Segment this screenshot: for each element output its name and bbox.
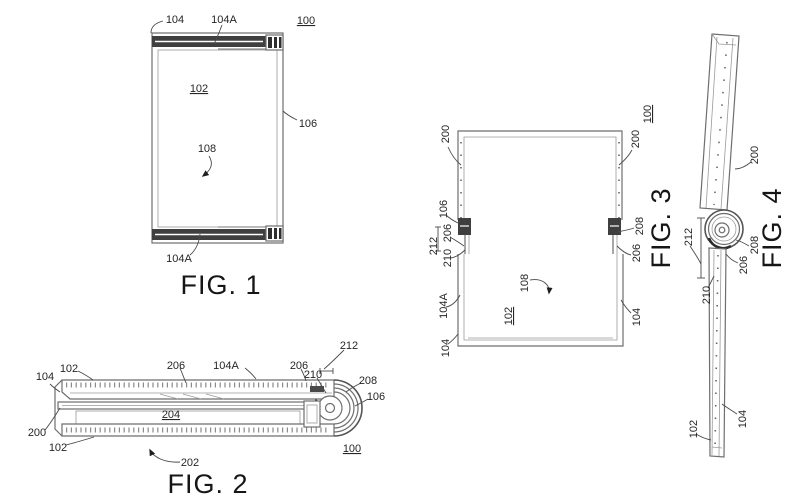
fig2-folded-side-view: 104 102 206 104A 206 212 210 208 106 204… [28, 340, 385, 499]
fig2-reference-labels: 104 102 206 104A 206 212 210 208 106 204… [28, 340, 385, 469]
fig1-ref-108: 108 [198, 143, 216, 155]
fig2-ref-100: 100 [343, 443, 361, 455]
fig2-ref-102-bottom: 102 [49, 442, 67, 454]
fig3-ref-104a: 104A [438, 292, 450, 318]
fig4-ref-206: 206 [738, 256, 750, 274]
fig1-ref-108-arrow [201, 155, 212, 177]
fig2-device-outline [54, 368, 363, 437]
fig2-ref-204: 204 [162, 409, 180, 421]
fig4-ref-212: 212 [683, 228, 695, 246]
fig2-212-bracket [319, 368, 334, 374]
fig3-ref-104-left: 104 [440, 339, 452, 357]
fig2-leader-lines [44, 349, 369, 463]
fig1-ref-104a-top: 104A [211, 14, 237, 26]
fig3-ref-104-right: 104 [631, 308, 643, 326]
fig1-front-view: 104 104A 100 102 106 108 104A FIG. 1 [150, 14, 317, 300]
fig2-ref-202-arrow [149, 448, 181, 463]
fig3-ref-108: 108 [519, 274, 531, 292]
fig2-ref-206-right: 206 [290, 360, 308, 372]
fig1-ref-106: 106 [299, 118, 317, 130]
fig2-ref-212: 212 [340, 340, 358, 352]
fig1-ref-102: 102 [190, 83, 208, 95]
fig3-ref-210: 210 [442, 249, 454, 267]
fig2-ref-200: 200 [28, 427, 46, 439]
fig3-leader-lines [445, 146, 635, 345]
fig3-open-rear-view: 100 200 200 106 206 212 210 208 206 104A… [428, 105, 676, 357]
fig3-ref-102: 102 [503, 307, 515, 325]
fig2-ref-206-left: 206 [167, 360, 185, 372]
fig3-ref-200-right: 200 [630, 130, 642, 148]
fig4-reference-labels: 200 212 208 206 210 104 102 [683, 146, 761, 438]
fig3-device-outline [435, 130, 624, 347]
fig4-ref-102: 102 [688, 420, 700, 438]
fig3-caption: FIG. 3 [646, 187, 676, 268]
fig2-ref-104: 104 [36, 371, 54, 383]
fig2-ref-208: 208 [359, 375, 377, 387]
fig4-ref-200: 200 [749, 146, 761, 164]
fig4-unfolded-edge-view: 200 212 208 206 210 104 102 FIG. 4 [683, 33, 787, 458]
fig2-caption: FIG. 2 [167, 469, 248, 499]
fig1-ref-100: 100 [297, 15, 315, 27]
fig3-ref-212: 212 [428, 237, 440, 255]
fig3-ref-108-arrow [529, 279, 553, 295]
fig3-ref-106: 106 [438, 200, 450, 218]
fig4-ref-210: 210 [701, 286, 713, 304]
fig2-ref-102-top: 102 [60, 363, 78, 375]
fig3-ref-200-left: 200 [440, 125, 452, 143]
fig1-ref-104a-bottom: 104A [166, 253, 192, 265]
fig3-ref-100: 100 [642, 105, 654, 123]
fig1-leader-lines [150, 20, 298, 256]
fig4-ref-104: 104 [737, 410, 749, 428]
fig3-ref-206-left: 206 [442, 224, 454, 242]
fig2-ref-210: 210 [304, 369, 322, 381]
fig2-ref-106: 106 [367, 391, 385, 403]
fig1-caption: FIG. 1 [180, 270, 261, 300]
fig4-212-bracket [697, 217, 705, 279]
fig4-caption: FIG. 4 [757, 187, 787, 268]
fig2-ref-104a: 104A [213, 360, 239, 372]
fig1-ref-104: 104 [166, 14, 184, 26]
fig3-reference-labels: 100 200 200 106 206 212 210 208 206 104A… [428, 105, 654, 357]
fig2-ref-202: 202 [181, 457, 199, 469]
fig4-device-outline [697, 33, 744, 458]
fig1-reference-labels: 104 104A 100 102 106 108 104A [166, 14, 317, 265]
fig3-ref-208: 208 [634, 217, 646, 235]
fig4-leader-lines [689, 161, 752, 441]
fig3-212-bracket [435, 226, 441, 252]
fig1-device-outline [151, 32, 284, 244]
fig3-ref-206-right: 206 [631, 244, 643, 262]
fig4-ref-208: 208 [749, 236, 761, 254]
